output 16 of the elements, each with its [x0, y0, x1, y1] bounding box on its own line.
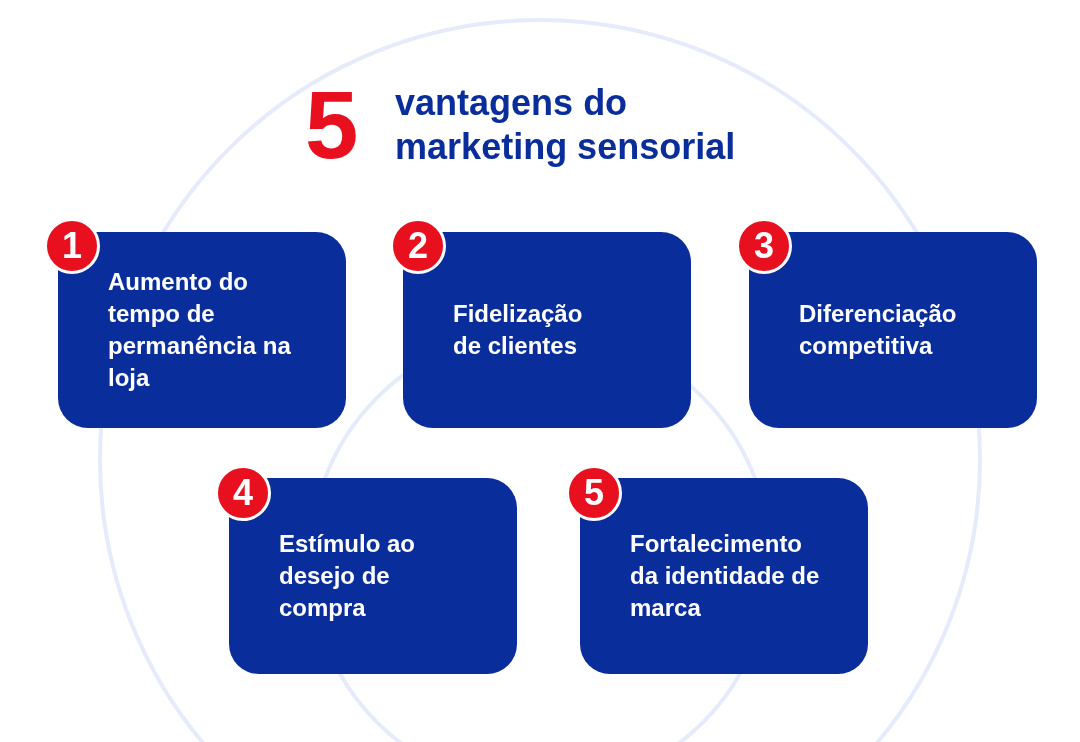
benefit-card — [229, 478, 517, 674]
number-badge: 3 — [736, 218, 792, 274]
benefit-card — [58, 232, 346, 428]
benefit-text: Fortalecimento da identidade de marca — [630, 529, 820, 623]
number-badge: 1 — [44, 218, 100, 274]
number-badge: 5 — [566, 465, 622, 521]
benefit-text: Estímulo ao desejo de compra — [279, 529, 417, 623]
title: 5 vantagens do marketing sensorial — [305, 80, 737, 170]
number-badge: 4 — [215, 465, 271, 521]
benefit-text: Aumento do tempo de permanência na loja — [108, 267, 292, 393]
benefit-text: Fidelização de clientes — [453, 299, 584, 361]
benefit-card — [580, 478, 868, 674]
benefit-card — [403, 232, 691, 428]
benefit-text: Diferenciação competitiva — [799, 299, 958, 361]
benefit-card — [749, 232, 1037, 428]
number-badge: 2 — [390, 218, 446, 274]
